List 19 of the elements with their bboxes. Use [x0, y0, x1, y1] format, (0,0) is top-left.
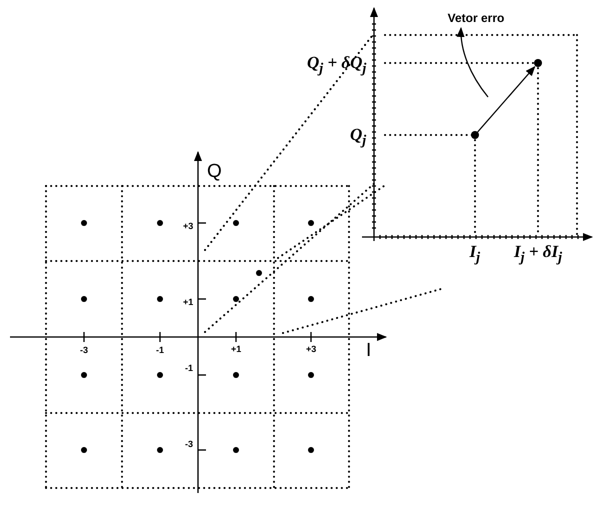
math-label: Q$_{j}$ + δQ$_{j}$	[307, 54, 366, 76]
math-label: Q$_{j}$	[350, 126, 366, 148]
tick-label: -1	[156, 346, 164, 355]
tick-label: -1	[185, 364, 194, 373]
axis-label: Q	[207, 162, 222, 181]
tick-label: +3	[183, 222, 194, 231]
annotation-label: Vetor erro	[436, 10, 516, 26]
tick-label: +3	[306, 345, 316, 354]
error-vector-arrow	[477, 66, 536, 132]
math-label: I$_{j}$	[470, 243, 480, 265]
signal-point	[534, 59, 542, 67]
tick-label: +1	[231, 345, 242, 354]
tick-label: -3	[185, 440, 194, 449]
math-label: I$_{j}$ + δI$_{j}$	[514, 243, 562, 265]
pointer-arrow	[456, 27, 488, 98]
signal-point	[471, 131, 479, 139]
tick-label: +1	[183, 298, 194, 307]
axis-label: I	[366, 341, 372, 360]
tick-label: -3	[80, 346, 88, 355]
